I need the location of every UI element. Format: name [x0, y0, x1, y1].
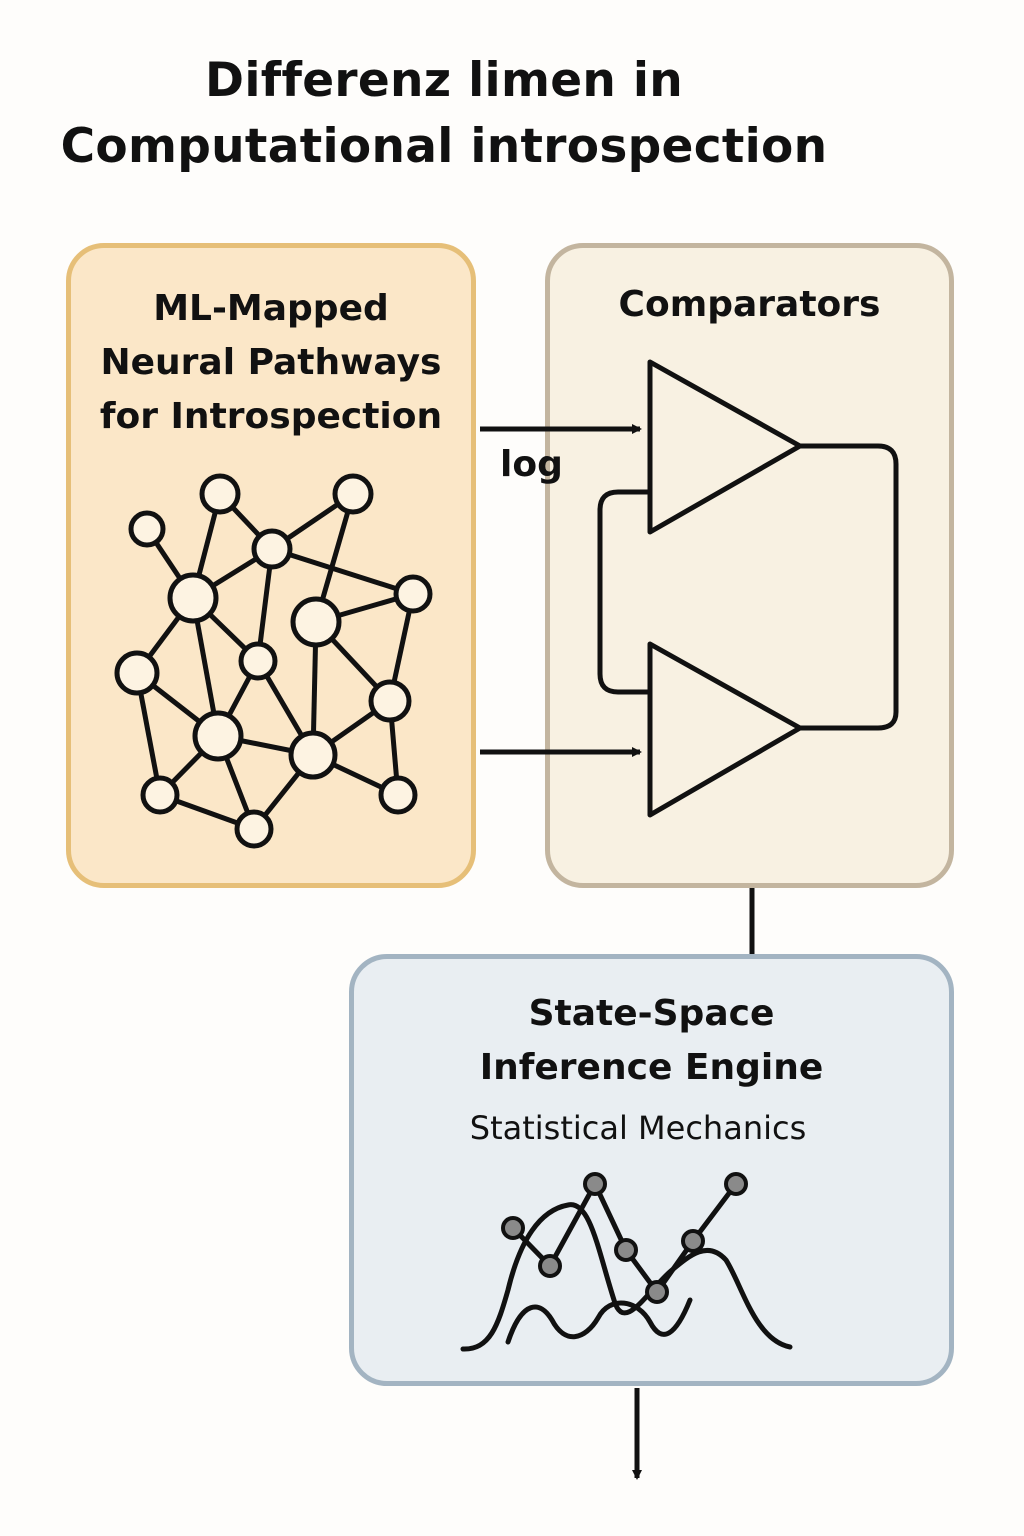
neural-network-icon [114, 473, 433, 849]
state-space-title-line2: Inference Engine [479, 1047, 824, 1088]
diagram-title: Differenz limen in Computational introsp… [0, 48, 888, 180]
state-space-title: State-Space Inference Engine [354, 987, 949, 1095]
diagram-title-line2: Computational introspection [60, 119, 828, 174]
neural-pathways-title: ML-Mapped Neural Pathways for Introspect… [71, 282, 471, 444]
diagram-title-line1: Differenz limen in [205, 53, 683, 108]
distribution-curve-icon [460, 1172, 793, 1352]
neural-title-line2: Neural Pathways [100, 342, 442, 383]
comparator-triangles-icon [597, 359, 899, 818]
log-arrow-label: log [500, 444, 563, 485]
state-space-subtitle: Statistical Mechanics [469, 1109, 807, 1147]
comparators-box: Comparators [545, 243, 954, 888]
neural-title-line1: ML-Mapped [153, 288, 389, 329]
state-space-title-line1: State-Space [528, 993, 775, 1034]
comparators-title: Comparators [618, 284, 881, 325]
neural-title-line3: for Introspection [99, 396, 443, 437]
state-space-box: State-Space Inference Engine Statistical… [349, 954, 954, 1386]
